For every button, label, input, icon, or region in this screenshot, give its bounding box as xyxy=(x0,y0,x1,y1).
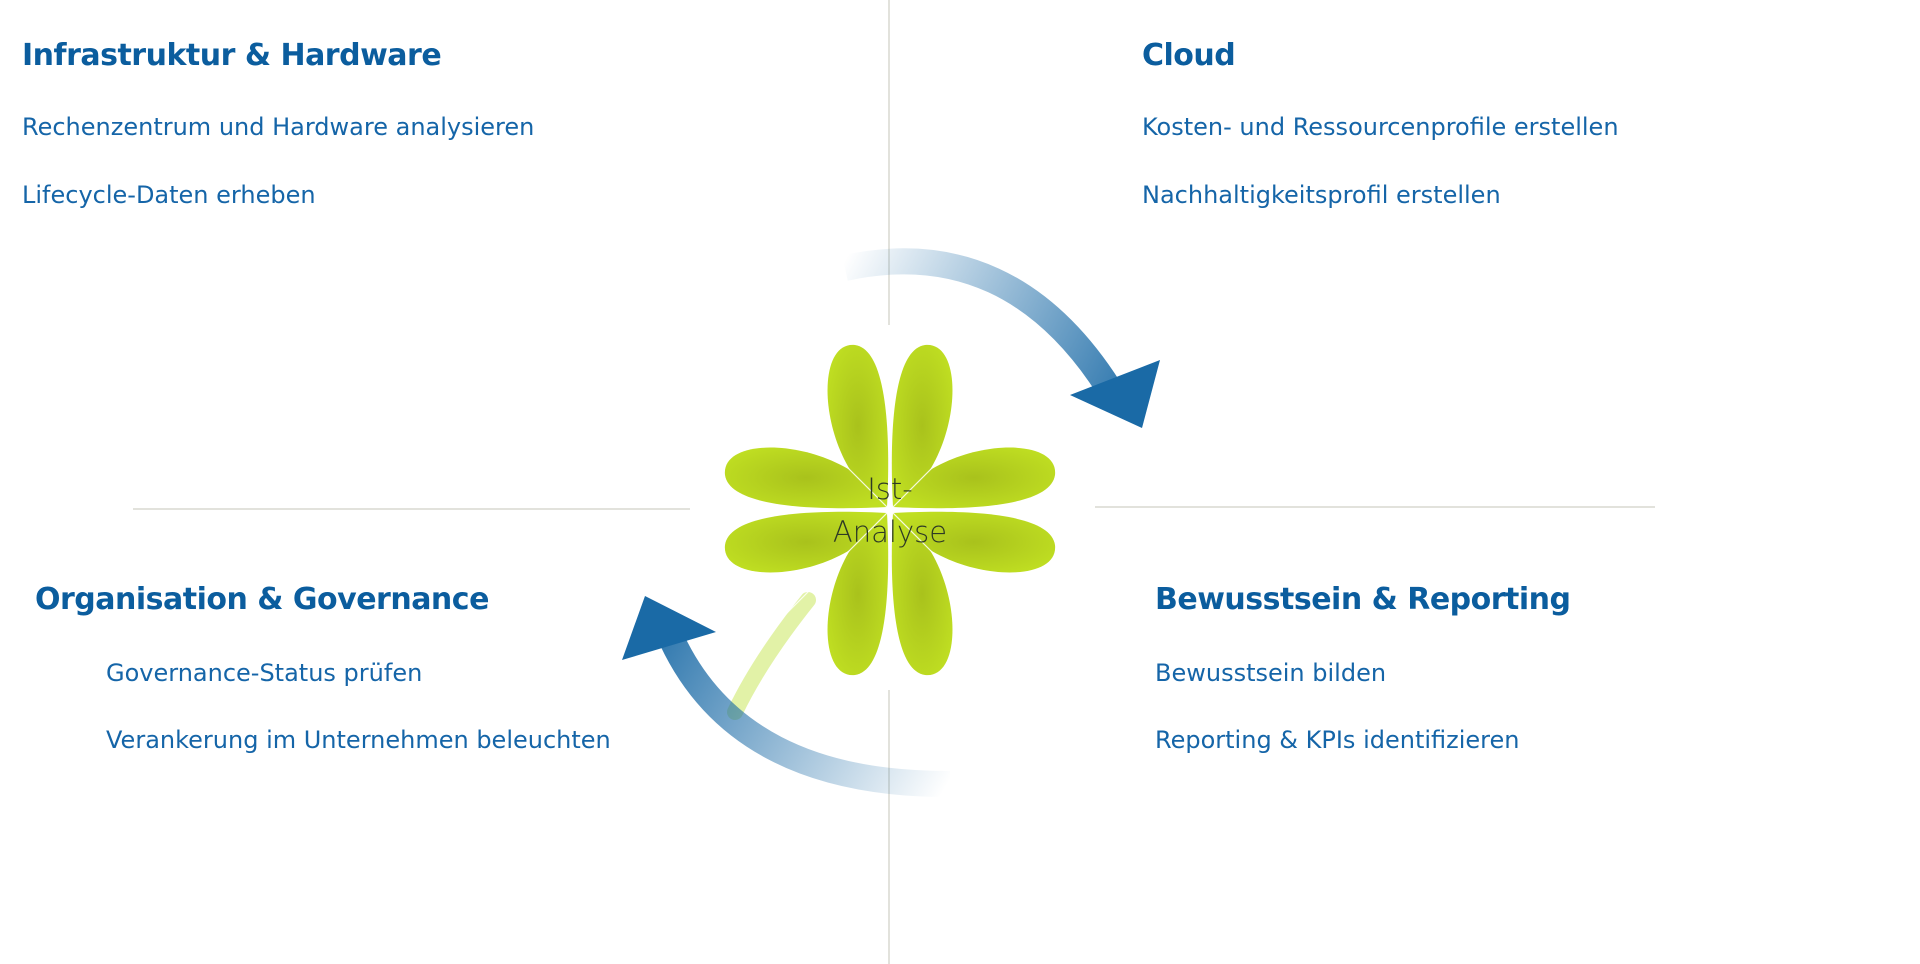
quadrant-awareness: Bewusstsein & Reporting Bewusstsein bild… xyxy=(1155,582,1571,754)
clockwise-arrow-bottom-left xyxy=(622,596,951,798)
quadrant-item: Nachhaltigkeitsprofil erstellen xyxy=(1142,181,1501,209)
quadrant-item: Verankerung im Unternehmen beleuchten xyxy=(106,726,611,754)
divider-vertical-bottom xyxy=(888,690,890,964)
quadrant-item: Governance-Status prüfen xyxy=(106,659,423,687)
center-label-line2: Analyse xyxy=(832,515,948,549)
quadrant-title: Cloud xyxy=(1142,38,1236,73)
quadrant-item: Lifecycle-Daten erheben xyxy=(22,181,316,209)
quadrant-title: Organisation & Governance xyxy=(35,582,489,617)
quadrant-infrastructure: Infrastruktur & Hardware Rechenzentrum u… xyxy=(22,38,534,209)
quadrant-item: Reporting & KPIs identifizieren xyxy=(1155,726,1520,754)
clockwise-arrow-top-right xyxy=(842,248,1160,428)
quadrant-item: Rechenzentrum und Hardware analysieren xyxy=(22,113,535,141)
quadrant-item: Kosten- und Ressourcenprofile erstellen xyxy=(1142,113,1619,141)
four-leaf-clover-icon xyxy=(720,340,1060,680)
quadrant-cloud: Cloud Kosten- und Ressourcenprofile erst… xyxy=(1142,38,1619,209)
center-label: Ist- Analyse xyxy=(790,468,990,554)
center-label-line1: Ist- xyxy=(867,472,913,506)
clover-stem xyxy=(727,592,816,720)
divider-horizontal-right xyxy=(1095,506,1655,508)
quadrant-title: Infrastruktur & Hardware xyxy=(22,38,442,73)
divider-horizontal-left xyxy=(133,508,690,510)
quadrant-item: Bewusstsein bilden xyxy=(1155,659,1387,687)
divider-vertical-top xyxy=(888,0,890,325)
quadrant-title: Bewusstsein & Reporting xyxy=(1155,582,1571,617)
quadrant-organisation: Organisation & Governance Governance-Sta… xyxy=(35,582,611,754)
